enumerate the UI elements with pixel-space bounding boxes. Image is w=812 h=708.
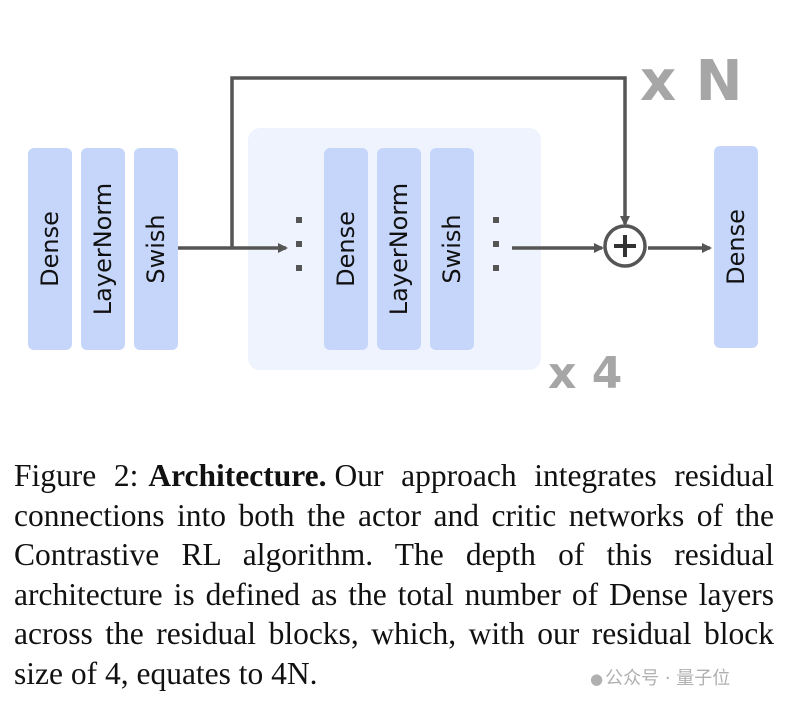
watermark: ●公众号 · 量子位 (590, 664, 730, 690)
sum-node (603, 224, 647, 268)
wechat-icon: ● (590, 670, 604, 688)
input-layer-layernorm-label: LayerNorm (89, 183, 117, 315)
architecture-diagram: Dense LayerNorm Swish Dense LayerNorm Sw… (28, 49, 758, 399)
block-layer-dense: Dense (324, 148, 368, 350)
caption-label: Figure 2: (14, 458, 139, 493)
block-layer-swish-label: Swish (438, 214, 466, 283)
caption-title: Architecture. (148, 458, 327, 493)
block-layer-swish: Swish (430, 148, 474, 350)
input-layer-swish: Swish (134, 148, 178, 350)
skip-connection-arrow (230, 76, 630, 248)
block-repeat-label: x 4 (548, 348, 622, 399)
input-layer-dense-label: Dense (36, 211, 64, 287)
block-layer-layernorm-label: LayerNorm (385, 183, 413, 315)
output-layer-dense-label: Dense (722, 209, 750, 285)
skip-repeat-label: x N (640, 49, 742, 114)
ellipsis-right (493, 217, 499, 271)
input-layer-layernorm: LayerNorm (81, 148, 125, 350)
block-layer-dense-label: Dense (332, 211, 360, 287)
input-layer-swish-label: Swish (142, 214, 170, 283)
output-layer-dense: Dense (714, 146, 758, 348)
caption-body: Our approach integrates residual connect… (14, 458, 774, 691)
block-layer-layernorm: LayerNorm (377, 148, 421, 350)
input-layer-dense: Dense (28, 148, 72, 350)
ellipsis-left (296, 217, 302, 271)
watermark-text: 公众号 · 量子位 (605, 668, 731, 689)
figure-caption: Figure 2: Architecture.Our approach integ… (14, 456, 774, 693)
